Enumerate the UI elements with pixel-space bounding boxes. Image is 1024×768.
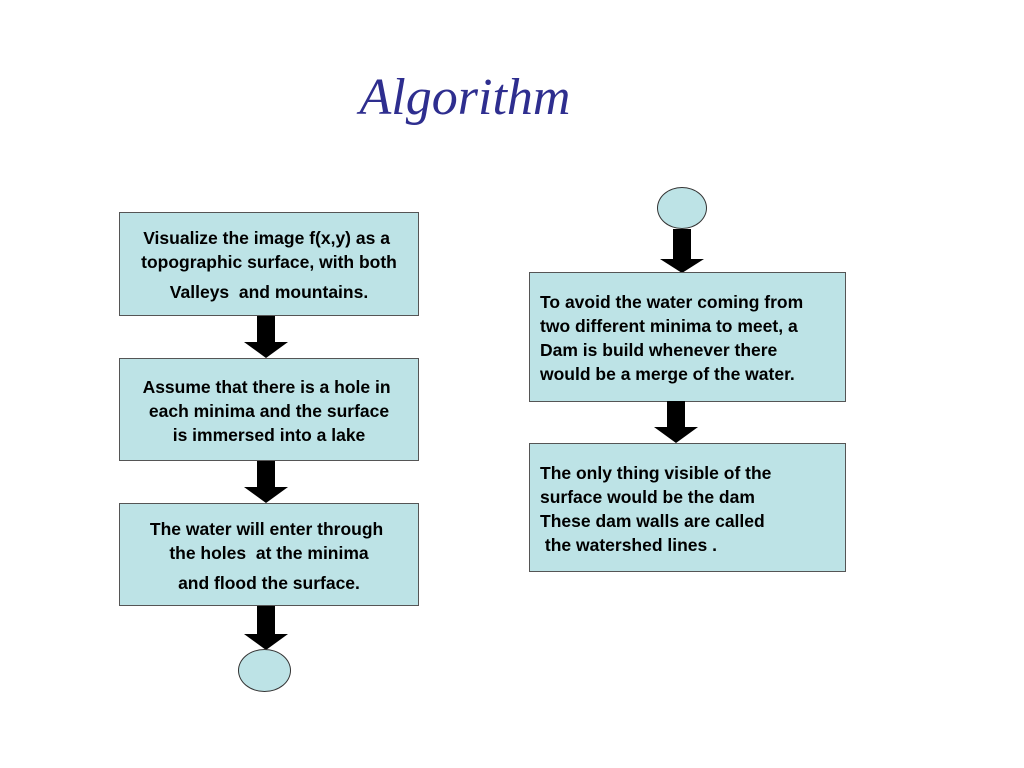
step-dam-line-2: two different minima to meet, a — [540, 316, 798, 336]
step-watershed-line-2: surface would be the dam — [540, 487, 755, 507]
step-dam-line-3: Dam is build whenever there — [540, 340, 778, 360]
step-flood-line-1: The water will enter through — [149, 519, 389, 539]
step-hole-box: Assume that there is a hole in each mini… — [119, 358, 419, 461]
step-watershed-line-4: the watershed lines . — [540, 535, 717, 555]
step-dam-line-1: To avoid the water coming from — [540, 292, 804, 312]
arrow-down-icon — [244, 606, 288, 650]
arrow-down-icon — [244, 461, 288, 503]
end-terminal-circle — [238, 649, 291, 692]
arrow-down-icon — [244, 316, 288, 358]
step-visualize-line-3: Valleys and mountains. — [169, 282, 369, 302]
step-dam-line-4: would be a merge of the water. — [540, 364, 795, 384]
step-flood-box: The water will enter through the holes a… — [119, 503, 419, 606]
step-dam-box: To avoid the water coming from two diffe… — [529, 272, 846, 402]
arrow-down-icon — [654, 401, 698, 443]
step-flood-line-2: the holes at the minima — [169, 543, 369, 563]
step-visualize-line-1: Visualize the image f(x,y) as a — [143, 228, 395, 248]
step-flood-line-3: and flood the surface. — [178, 573, 360, 593]
step-visualize-box: Visualize the image f(x,y) as a topograp… — [119, 212, 419, 316]
step-watershed-line-1: The only thing visible of the — [540, 463, 772, 483]
step-watershed-box: The only thing visible of the surface wo… — [529, 443, 846, 572]
step-hole-line-3: is immersed into a lake — [172, 425, 366, 445]
page-title: Algorithm — [359, 69, 571, 126]
step-hole-line-1: Assume that there is a hole in — [142, 377, 396, 397]
step-watershed-line-3: These dam walls are called — [540, 511, 765, 531]
step-hole-line-2: each minima and the surface — [148, 401, 390, 421]
arrow-down-icon — [660, 229, 704, 273]
start-terminal-circle — [657, 187, 707, 229]
step-visualize-line-2: topographic surface, with both — [141, 252, 397, 272]
